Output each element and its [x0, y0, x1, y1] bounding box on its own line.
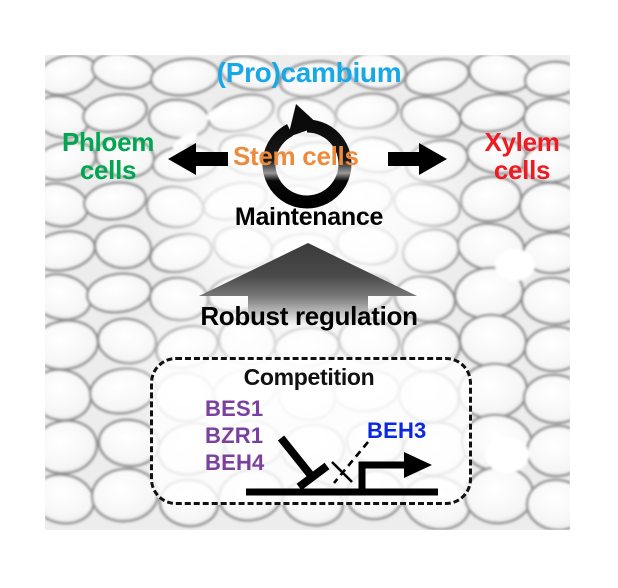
tf-bes1: BES1	[205, 396, 264, 421]
beh3-label: BEH3	[367, 418, 427, 443]
xylem-cells-label: Xylem cells	[484, 127, 560, 186]
procambium-label: (Pro)cambium	[216, 57, 402, 88]
stem-cells-label: Stem cells	[233, 141, 359, 171]
tf-beh4: BEH4	[205, 449, 265, 475]
transcription-factor-list: BES1 BZR1 BEH4	[205, 396, 265, 476]
tf-bzr1: BZR1	[205, 422, 264, 448]
robust-regulation-label: Robust regulation	[200, 301, 418, 331]
maintenance-label: Maintenance	[234, 203, 384, 231]
phloem-cells-label: Phloem cells	[61, 127, 155, 186]
competition-title: Competition	[243, 364, 375, 390]
competition-box	[150, 357, 472, 505]
